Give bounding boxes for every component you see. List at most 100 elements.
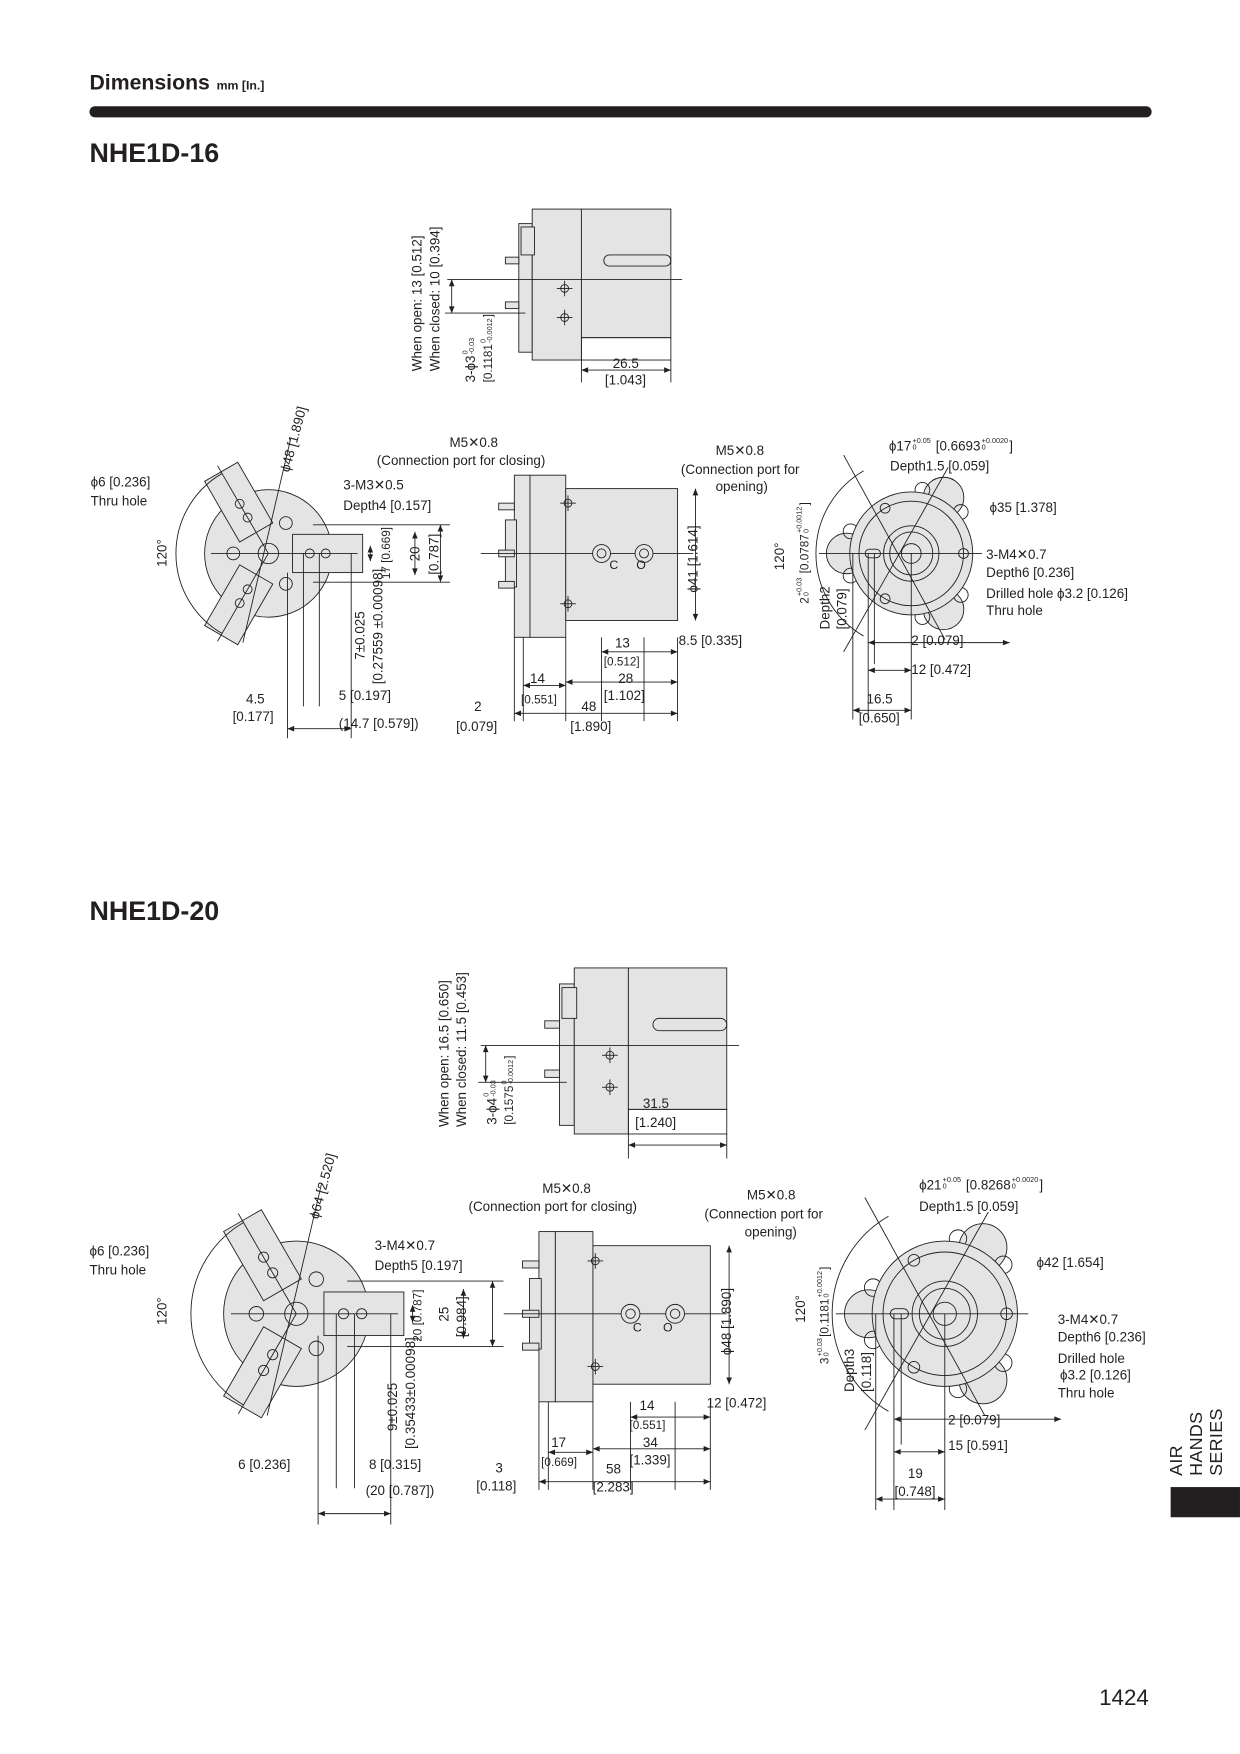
drill-label: Drilled hole ϕ3.2 [0.126] xyxy=(986,585,1128,602)
flange-block xyxy=(531,208,582,361)
dim-20-label: 20 [0.787] xyxy=(411,1289,425,1342)
opening-port-label: M5✕0.8 xyxy=(746,1187,796,1204)
dim-9-inch-label: [0.35433±0.00098] xyxy=(402,1337,419,1450)
thread-label: 3-M3✕0.5 xyxy=(343,477,404,494)
closing-port-label: M5✕0.8 xyxy=(449,434,499,451)
dim-2-inch-label: [0.079] xyxy=(456,718,498,735)
port-mark-c: C xyxy=(609,559,619,573)
diameter-leader xyxy=(242,438,292,643)
length-label: 26.5 xyxy=(612,355,639,372)
jaw-screw xyxy=(242,584,253,595)
series-side-label: AIR HANDS SERIES xyxy=(1167,1408,1227,1476)
jaw-screw xyxy=(267,1267,279,1279)
pin xyxy=(522,1342,540,1351)
dim-5-label: 5 [0.197] xyxy=(338,687,392,704)
opening-port-desc2: opening) xyxy=(744,1224,797,1240)
closing-port xyxy=(592,544,611,563)
locating-slot xyxy=(889,1308,909,1320)
angle-leader xyxy=(237,1213,297,1314)
back-angle-label: 120° xyxy=(792,1294,809,1323)
dim-20-label: 20 xyxy=(406,546,423,562)
dim-7-inch-label: [0.27559 ±0.00098] xyxy=(370,568,386,685)
heading-units: mm [In.] xyxy=(216,79,265,93)
slot-depth-inch-label: [0.079] xyxy=(834,588,850,630)
port-hole xyxy=(605,1050,615,1060)
pin xyxy=(504,256,520,265)
model-title: NHE1D-16 xyxy=(89,138,220,169)
centerline xyxy=(864,1197,986,1416)
pin xyxy=(504,301,520,310)
body-dia-label: ϕ41 [1.614] xyxy=(685,525,702,593)
mount-thread-label: 3-M4✕0.7 xyxy=(986,546,1047,563)
heading-rule xyxy=(89,106,1152,118)
sensor-bracket xyxy=(561,987,578,1019)
dim-14-7-label: (14.7 [0.579]) xyxy=(338,715,419,732)
back-dim-16-5-label: 16.5 xyxy=(866,690,893,707)
cylinder-body xyxy=(580,208,672,339)
mount-thread-label: 3-M4✕0.7 xyxy=(1057,1311,1119,1328)
drill-label: Drilled hole xyxy=(1057,1350,1125,1367)
dim-58-inch-label: [2.283] xyxy=(592,1479,634,1495)
jaw-screw xyxy=(258,1251,270,1263)
closed-stroke-label: When closed: 10 [0.394] xyxy=(427,226,443,372)
flange-block xyxy=(573,967,629,1135)
cylinder-body xyxy=(565,488,679,621)
pin xyxy=(522,1260,540,1269)
port-hole xyxy=(560,313,570,322)
section-heading: Dimensions mm [In.] xyxy=(89,72,264,97)
angle-leader xyxy=(217,553,269,642)
flange-dia-label: ϕ35 [1.378] xyxy=(989,499,1057,516)
flange xyxy=(554,1231,594,1403)
mount-thread-hole xyxy=(907,1361,921,1374)
opening-port-bore xyxy=(669,1308,681,1319)
opening-port-bore xyxy=(639,548,649,559)
back-dim-19-label: 19 xyxy=(907,1465,923,1482)
pin xyxy=(544,1069,560,1078)
dim-13-inch-label: [0.512] xyxy=(603,655,640,669)
locating-slot xyxy=(864,548,881,559)
drill-desc: Thru hole xyxy=(986,602,1043,619)
opening-port xyxy=(634,544,654,563)
open-stroke-label: When open: 16.5 [0.650] xyxy=(436,980,452,1128)
back-dim-19-inch-label: [0.748] xyxy=(894,1483,936,1500)
page-number: 1424 xyxy=(1099,1686,1149,1711)
back-angle-label: 120° xyxy=(771,542,788,571)
bore-depth-label: Depth1.5 [0.059] xyxy=(890,458,990,475)
dim-17-label: 17 xyxy=(551,1434,567,1451)
arrowhead xyxy=(287,725,352,732)
heading-title: Dimensions xyxy=(89,71,210,96)
pivot-pin xyxy=(308,1271,324,1287)
thread-depth-label: Depth4 [0.157] xyxy=(343,497,432,514)
dim-48-inch-label: [1.890] xyxy=(570,718,612,735)
closing-port-desc: (Connection port for closing) xyxy=(468,1198,638,1215)
angle-label: 120° xyxy=(154,1297,170,1325)
angle-arc xyxy=(190,1222,244,1406)
thread-label: 3-M4✕0.7 xyxy=(374,1237,436,1254)
centerline xyxy=(864,1211,989,1431)
open-stroke-label: When open: 13 [0.512] xyxy=(409,235,425,372)
slot-depth-label: Depth2 xyxy=(817,586,833,630)
dim-8-label: 8 [0.315] xyxy=(368,1456,422,1473)
closing-port xyxy=(620,1303,641,1324)
angle-leader xyxy=(237,1313,297,1415)
port-hole xyxy=(563,599,573,609)
dim-28-inch-label: [1.102] xyxy=(603,687,645,704)
dim-34-label: 34 xyxy=(642,1434,658,1451)
thread-depth-label: Depth5 [0.197] xyxy=(374,1257,463,1274)
dim-4-5-label: 4.5 xyxy=(245,690,265,707)
arrowhead xyxy=(367,545,374,562)
dim-20-ref-label: (20 [0.787]) xyxy=(365,1482,435,1499)
pin xyxy=(498,502,515,511)
diameter-leader xyxy=(266,1182,323,1416)
back-dim-16-5-inch-label: [0.650] xyxy=(858,709,900,726)
angle-leader xyxy=(217,465,269,554)
arrowhead xyxy=(409,1305,416,1323)
